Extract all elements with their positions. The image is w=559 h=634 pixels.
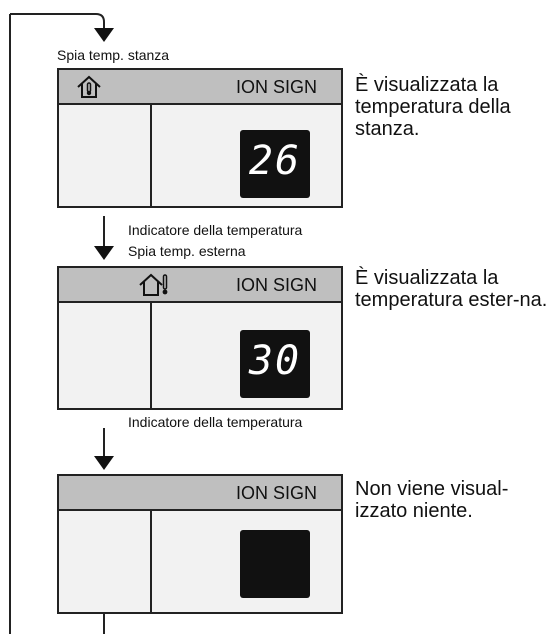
temperature-display: 30	[240, 330, 310, 398]
outdoor-temp-indicator-label: Spia temp. esterna	[128, 243, 246, 259]
house-outdoor-thermometer-icon	[139, 273, 168, 296]
panel-description: È visualizzata la temperatura della stan…	[355, 74, 511, 140]
house-thermometer-icon	[77, 75, 101, 98]
temperature-value: 26	[248, 138, 302, 184]
panel-description: È visualizzata la temperatura ester-na.	[355, 267, 548, 311]
temperature-value: 30	[248, 338, 302, 384]
brand-label: ION SIGN	[235, 77, 317, 97]
temperature-indicator-label: Indicatore della temperatura	[128, 414, 303, 430]
brand-label: ION SIGN	[235, 275, 317, 295]
temperature-display-blank	[240, 530, 310, 598]
brand-label: ION SIGN	[235, 483, 317, 503]
panel-header: ION SIGN	[59, 268, 341, 303]
room-temp-indicator-label: Spia temp. stanza	[57, 47, 170, 63]
panel-divider	[150, 303, 152, 408]
temperature-display: 26	[240, 130, 310, 198]
panel-divider	[150, 105, 152, 206]
temperature-indicator-label: Indicatore della temperatura	[128, 222, 303, 238]
display-panel-outdoor: ION SIGN 30	[57, 266, 343, 410]
panel-description: Non viene visual-izzato niente.	[355, 478, 509, 522]
panel-header: ION SIGN	[59, 476, 341, 511]
panel-divider	[150, 511, 152, 612]
display-panel-blank: ION SIGN	[57, 474, 343, 614]
display-panel-room: ION SIGN 26	[57, 68, 343, 208]
panel-header: ION SIGN	[59, 70, 341, 105]
